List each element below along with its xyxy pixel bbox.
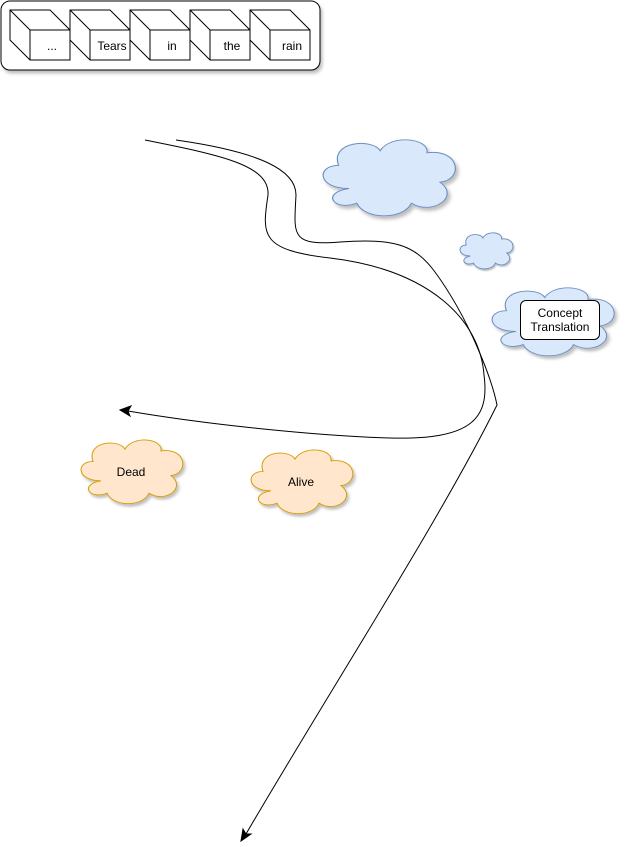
concept-label-line2: Translation xyxy=(530,320,590,334)
token-cube: in xyxy=(129,9,191,61)
curve-to-bottom-arrow xyxy=(175,139,498,835)
dead-label: Dead xyxy=(117,465,146,479)
token-label: Tears xyxy=(97,39,126,53)
curve-to-left-arrow xyxy=(127,139,486,439)
alive-label: Alive xyxy=(288,475,314,489)
token-label: in xyxy=(167,39,176,53)
token-label: rain xyxy=(282,39,302,53)
concept-label-line1: Concept xyxy=(537,306,583,320)
token-cube: Tears xyxy=(69,9,131,61)
concept-translation-box: Concept Translation xyxy=(520,300,600,340)
small-blue-cloud xyxy=(459,232,514,270)
arrowhead-left xyxy=(118,405,133,418)
token-cube: the xyxy=(189,9,251,61)
large-blue-cloud xyxy=(322,139,457,217)
token-label: ... xyxy=(47,39,57,53)
token-cube: rain xyxy=(249,9,311,61)
arrowhead-down xyxy=(240,827,253,843)
token-cube: ... xyxy=(9,9,71,61)
concept-translation-text: Concept Translation xyxy=(531,306,590,334)
token-label: the xyxy=(224,39,241,53)
